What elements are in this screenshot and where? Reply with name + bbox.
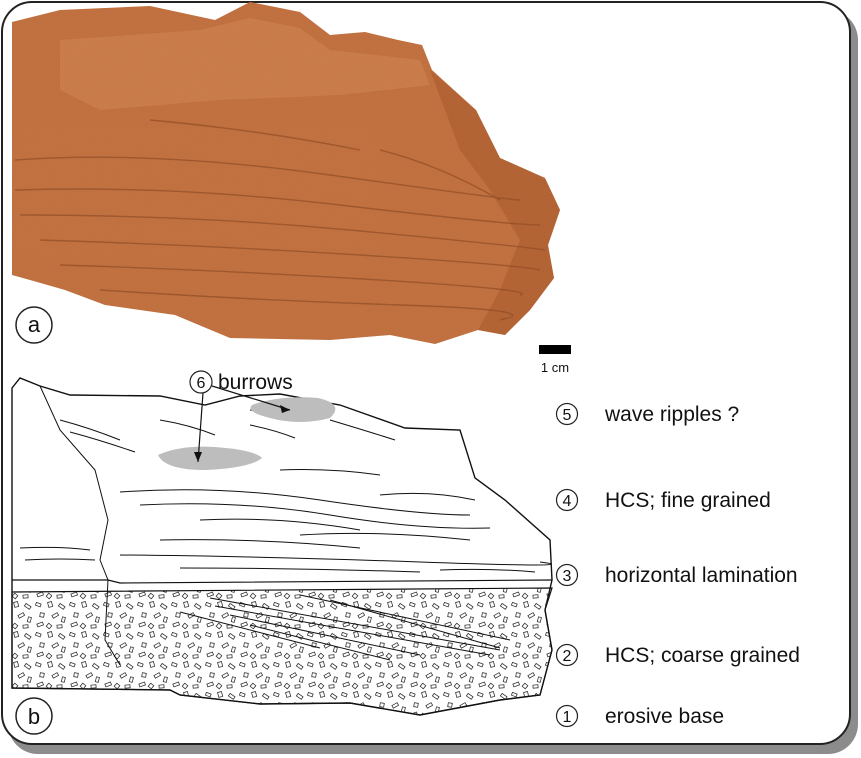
svg-text:5: 5 — [563, 407, 572, 424]
svg-text:2: 2 — [563, 648, 572, 665]
svg-text:HCS; fine grained: HCS; fine grained — [605, 489, 771, 512]
panel-label-b: b — [16, 698, 52, 734]
burrows-number: 6 — [197, 375, 206, 392]
svg-text:b: b — [28, 704, 40, 729]
svg-text:a: a — [28, 312, 41, 337]
scale-bar: 1 cm — [539, 345, 571, 375]
burrows-label: burrows — [218, 371, 293, 394]
scale-bar-label: 1 cm — [541, 360, 569, 375]
svg-text:erosive base: erosive base — [605, 705, 724, 728]
svg-text:3: 3 — [563, 568, 572, 585]
svg-text:4: 4 — [563, 493, 572, 510]
panel-label-a: a — [16, 307, 52, 343]
svg-text:wave ripples ?: wave ripples ? — [604, 403, 739, 426]
svg-text:horizontal lamination: horizontal lamination — [605, 564, 798, 587]
svg-text:HCS; coarse grained: HCS; coarse grained — [605, 644, 800, 667]
svg-text:1: 1 — [563, 709, 572, 726]
